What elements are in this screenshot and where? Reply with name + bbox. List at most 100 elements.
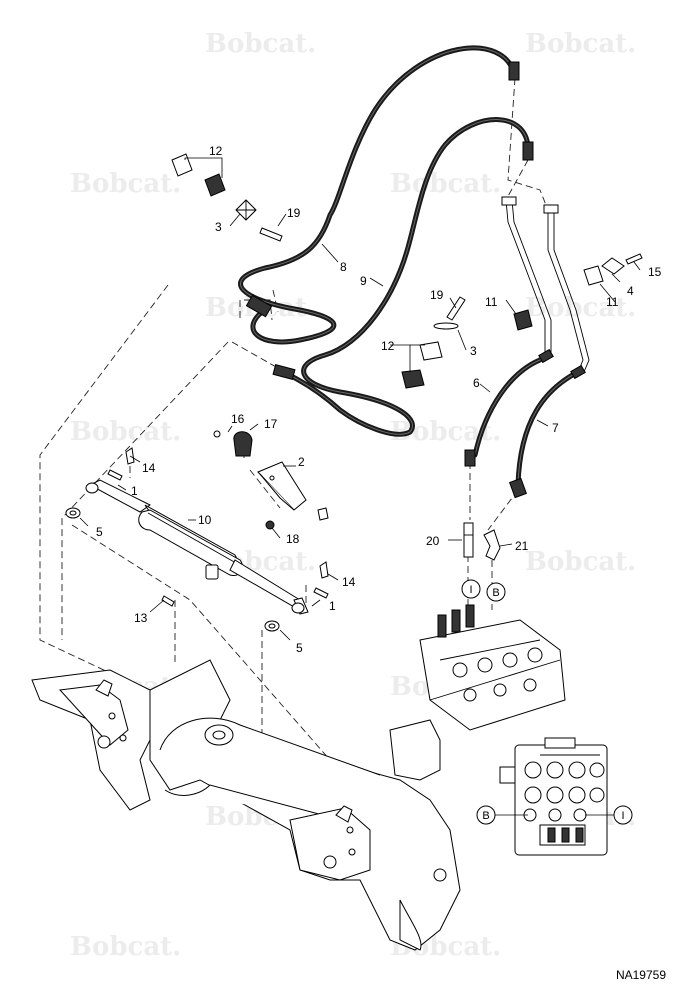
callout-13: 13 [134,611,148,625]
control-valve-upper [419,604,566,731]
pin-bolt [107,469,123,481]
callout-7: 7 [552,421,559,435]
callout-20: 20 [426,534,440,548]
tube-fitting [501,196,517,206]
tilt-bracket-left [31,669,161,811]
port-label-base: B [492,587,499,599]
cylinder-rod-end [88,479,151,513]
watermark-text: Bobcat. [525,547,636,577]
adapter-fitting-straight [463,522,474,558]
tilt-bracket-right [289,807,371,881]
callout-14: 14 [342,575,356,589]
bolt [317,507,329,521]
callout-labels: 1 1 2 3 3 4 5 5 6 7 8 9 10 11 11 12 12 1… [96,144,662,655]
callout-12: 12 [381,339,395,353]
callout-11: 11 [485,295,498,309]
port-label-inlet: I [621,810,624,822]
tube-fitting [543,204,559,214]
callout-19: 19 [287,206,301,220]
pin-bolt [313,587,329,599]
callout-leaders [79,157,641,641]
callout-10: 10 [198,513,212,527]
hose-clamp-assembly-right [513,253,643,331]
watermark-text: Bobcat. [525,293,636,323]
hose-fittings [245,61,534,499]
bolt [259,227,283,242]
port-circle-inlet [461,579,481,599]
bolt [446,296,466,321]
callout-16: 16 [231,412,245,426]
hose-clamp [419,341,443,361]
valve-spool [451,609,461,633]
callout-3: 3 [470,344,477,358]
watermark-text: Bobcat. [525,29,636,59]
hose-fitting [508,61,520,81]
bolt [625,253,643,265]
callout-17: 17 [264,417,278,431]
clamp-plate [601,257,625,275]
clamp [233,431,253,457]
watermark-text: Bobcat. [390,169,501,199]
callout-4: 4 [627,284,634,298]
screw [319,561,329,579]
adapter-fittings [463,522,501,561]
cylinder-barrel [138,509,243,577]
callout-19: 19 [430,288,444,302]
callout-5: 5 [296,641,303,655]
hose-bracket [257,461,307,511]
hose-fitting [464,449,476,467]
callout-14: 14 [142,461,156,475]
callout-6: 6 [473,376,480,390]
callout-2: 2 [298,455,305,469]
watermark-text: Bobcat. [205,29,316,59]
hose-clamp [204,173,226,197]
watermark-text: Bobcat. [70,417,181,447]
callout-5: 5 [96,525,103,539]
callout-1: 1 [329,599,336,613]
hose-clamp [513,309,533,331]
valve-spool [437,614,447,638]
hose-clamp [171,153,193,177]
cylinder-port [205,564,219,580]
port-label-inlet: I [469,584,472,596]
callout-8: 8 [340,260,347,274]
port-label-base: B [482,810,489,822]
clamp-plate [433,322,459,330]
port-circle-base [486,582,506,602]
hose-8 [238,45,518,345]
bolt [213,430,221,438]
loader-arm-assembly [31,659,461,951]
watermark-text: Bobcat. [70,932,181,962]
tilt-cylinder [65,447,329,632]
hose-fitting [245,294,273,318]
hose-6 [472,355,548,458]
grease-fitting [161,595,175,607]
nut [265,520,275,530]
control-valve-lower [499,737,608,856]
hose-fitting [522,141,534,161]
callout-12: 12 [209,144,223,158]
hose-9 [282,117,531,437]
tube-fitting [570,364,586,380]
loader-crossmember [149,659,461,951]
callout-21: 21 [515,539,529,553]
valve-spool [465,604,475,628]
adapter-fitting-elbow [483,529,501,561]
callout-11: 11 [606,295,619,309]
steel-tubes [501,196,590,380]
callout-9: 9 [360,274,367,288]
hose-clamp [401,369,425,389]
watermark-text: Bobcat. [70,169,181,199]
hose-clamp-assembly-middle [401,296,466,389]
callout-15: 15 [648,265,662,279]
callout-3: 3 [215,220,222,234]
tube-fitting [538,348,554,364]
hose-clamp-assembly-upper [171,153,283,242]
hose-7 [515,370,579,488]
callout-1: 1 [131,484,138,498]
hose-bracket-assembly [213,430,329,530]
drawing-code: NA19759 [615,968,666,982]
port-identifiers: I B B I [461,579,633,825]
hose-clamp [583,265,604,286]
